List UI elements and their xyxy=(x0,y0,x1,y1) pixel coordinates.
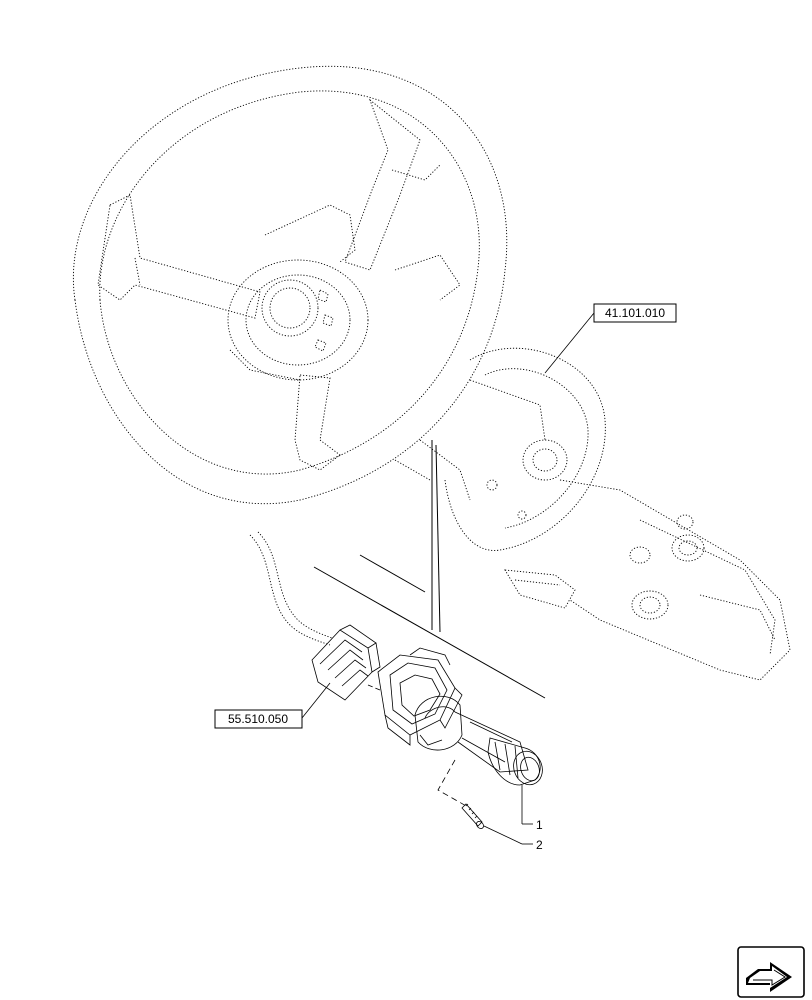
callout-leaders xyxy=(301,312,595,845)
reference-label-steering-column[interactable]: 41.101.010 xyxy=(605,306,665,320)
next-page-arrow-icon[interactable] xyxy=(737,946,805,998)
assembly-lines xyxy=(313,440,546,699)
reference-box-wiring-connector[interactable]: 55.510.050 xyxy=(214,709,303,729)
steering-wheel xyxy=(73,65,508,505)
connector-plug xyxy=(311,624,381,701)
callout-number-1: 1 xyxy=(536,818,543,832)
reference-box-steering-column[interactable]: 41.101.010 xyxy=(593,303,677,323)
steering-column xyxy=(394,347,791,681)
screw xyxy=(437,759,484,829)
wire-harness xyxy=(249,531,333,646)
callout-number-2: 2 xyxy=(536,838,543,852)
reference-label-wiring-connector[interactable]: 55.510.050 xyxy=(228,712,288,726)
multifunction-switch xyxy=(377,647,543,786)
